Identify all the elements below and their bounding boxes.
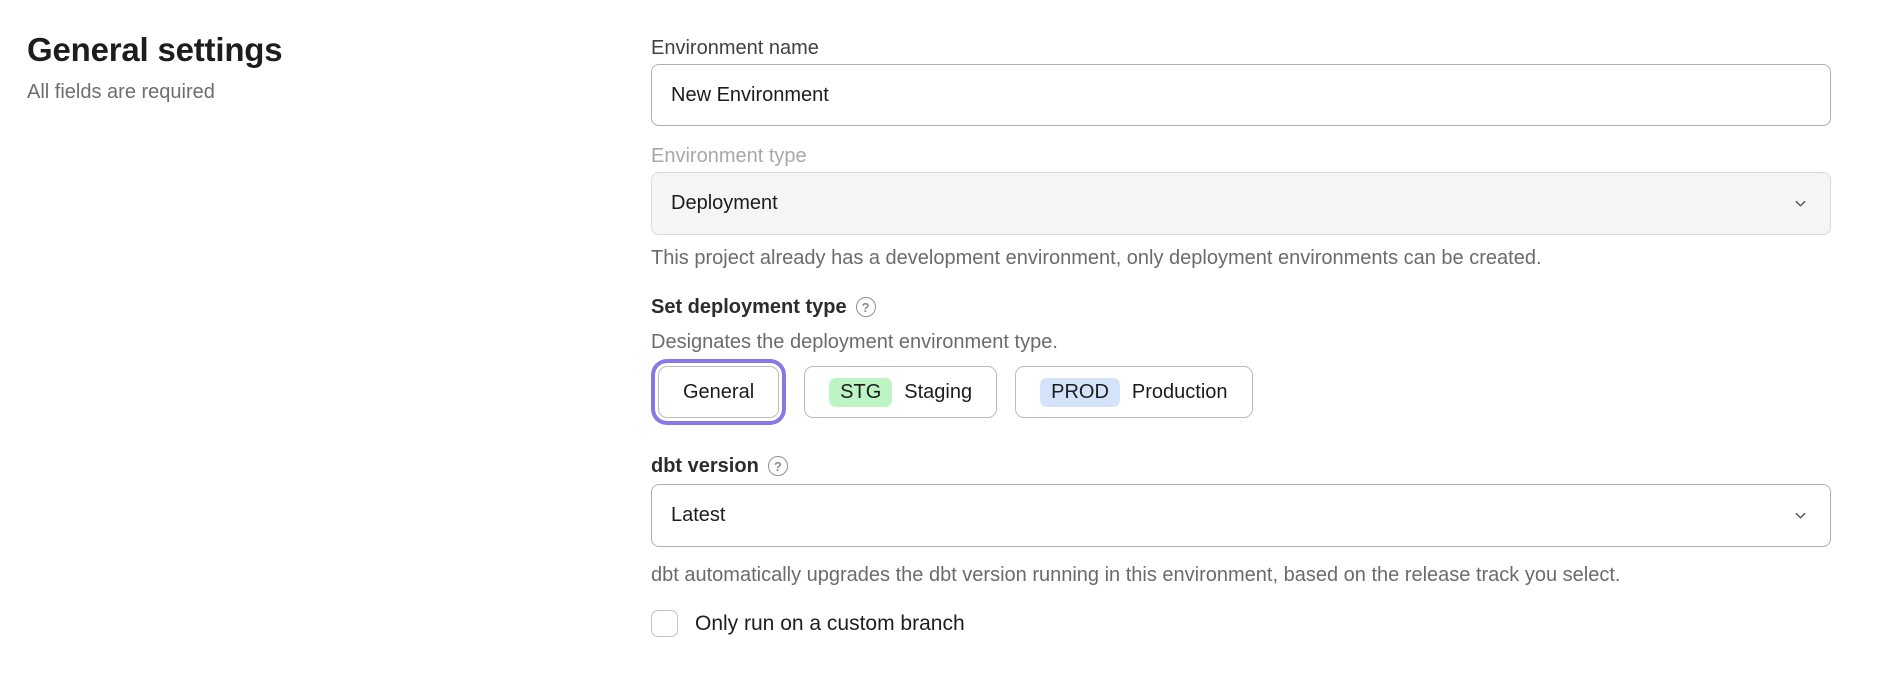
environment-form: Environment name Environment type Deploy…: [651, 0, 1831, 637]
dbt-version-heading: dbt version ?: [651, 453, 1831, 479]
dbt-version-select[interactable]: Latest: [651, 484, 1831, 547]
dbt-version-group: dbt version ? Latest dbt automatically u…: [651, 453, 1831, 588]
deployment-type-production-button[interactable]: PROD Production: [1015, 366, 1253, 418]
production-badge: PROD: [1040, 377, 1120, 407]
dbt-version-heading-text: dbt version: [651, 455, 759, 477]
deployment-type-staging-button[interactable]: STG Staging: [804, 366, 998, 418]
staging-badge: STG: [829, 377, 893, 407]
dbt-version-value: Latest: [671, 504, 726, 526]
deployment-type-heading: Set deployment type ?: [651, 294, 1831, 320]
settings-intro: General settings All fields are required: [0, 0, 651, 637]
deployment-type-group: Set deployment type ? Designates the dep…: [651, 294, 1831, 418]
deployment-type-general-button[interactable]: General: [658, 366, 780, 418]
deployment-type-options: General STG Staging PROD Production: [651, 366, 1831, 418]
general-settings-page: General settings All fields are required…: [0, 0, 1831, 637]
page-title: General settings: [27, 31, 283, 68]
environment-type-group: Environment type Deployment This project…: [651, 145, 1831, 271]
environment-name-label: Environment name: [651, 37, 819, 59]
page-subtitle: All fields are required: [27, 81, 215, 103]
environment-name-group: Environment name: [651, 37, 1831, 126]
deployment-type-staging-label: Staging: [904, 380, 973, 403]
help-icon[interactable]: ?: [767, 456, 788, 476]
custom-branch-group: Only run on a custom branch: [651, 610, 1831, 637]
deployment-type-heading-text: Set deployment type: [651, 296, 847, 318]
custom-branch-checkbox[interactable]: [651, 610, 678, 637]
environment-name-input[interactable]: [651, 64, 1831, 126]
environment-type-label: Environment type: [651, 145, 807, 167]
environment-type-helper: This project already has a development e…: [651, 247, 1542, 269]
dbt-version-helper: dbt automatically upgrades the dbt versi…: [651, 564, 1621, 586]
deployment-type-description: Designates the deployment environment ty…: [651, 331, 1058, 353]
chevron-down-icon: [1795, 200, 1806, 207]
deployment-type-general-label: General: [683, 380, 755, 403]
environment-type-select[interactable]: Deployment: [651, 172, 1831, 235]
deployment-type-production-label: Production: [1131, 380, 1228, 403]
custom-branch-label[interactable]: Only run on a custom branch: [695, 611, 965, 635]
help-icon[interactable]: ?: [855, 297, 876, 317]
chevron-down-icon: [1795, 512, 1806, 519]
environment-type-value: Deployment: [671, 192, 778, 214]
